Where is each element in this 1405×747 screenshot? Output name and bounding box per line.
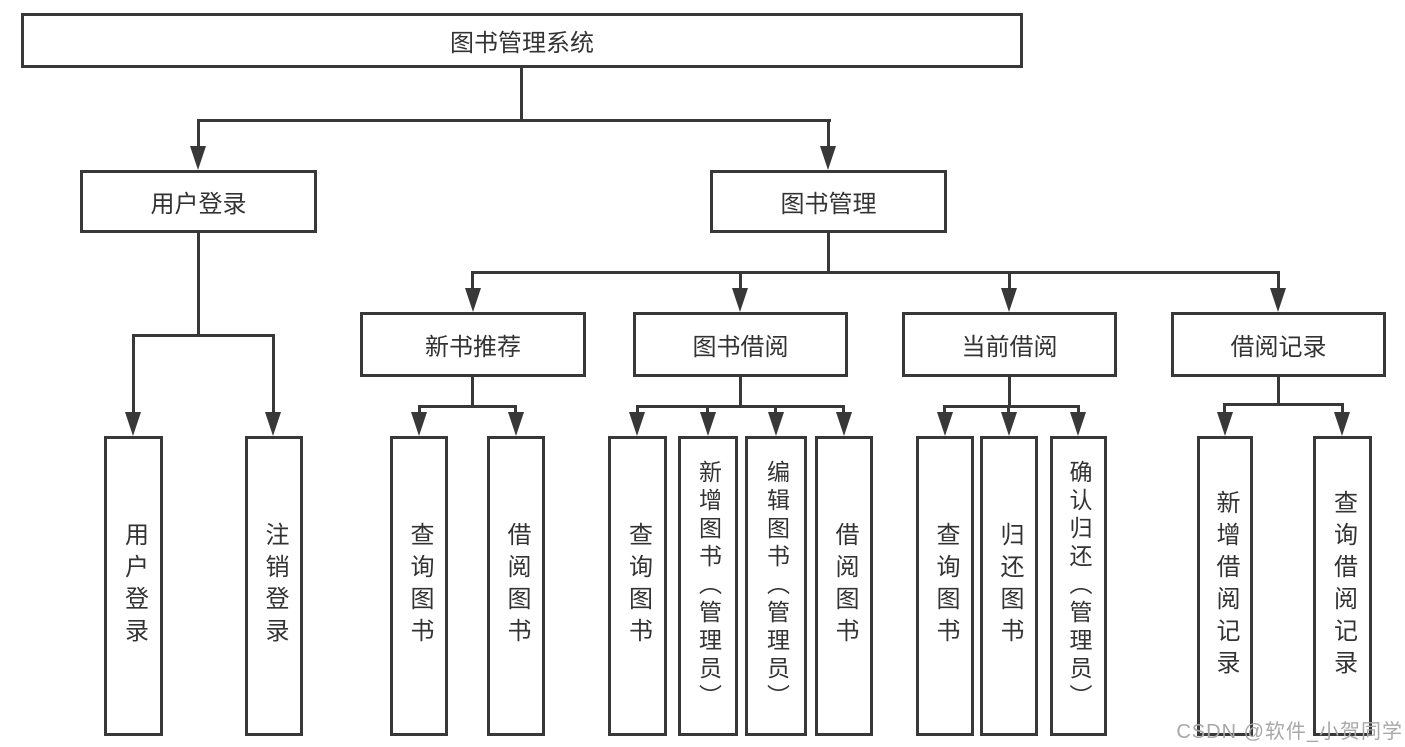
node-borrowing-records-label: 借阅记录	[1230, 334, 1327, 361]
leaf-bb-edit-books-admin: 编辑图书（管理员）	[745, 436, 807, 736]
node-book-management: 图书管理	[710, 170, 947, 233]
node-book-management-label: 图书管理	[780, 191, 877, 218]
connector-to-nb-query	[418, 405, 421, 414]
csdn-watermark: CSDN @软件_小贺同学	[1176, 721, 1403, 743]
connector-to-bb-edit	[774, 405, 777, 414]
leaf-nb-borrow-books-label: 借阅图书	[503, 522, 530, 650]
leaf-cb-return-books: 归还图书	[980, 436, 1038, 736]
leaf-cb-query-books: 查询图书	[916, 436, 974, 736]
leaf-bb-edit-books-admin-label: 编辑图书（管理员）	[763, 460, 790, 712]
leaf-bb-borrow-books: 借阅图书	[815, 436, 873, 736]
node-current-borrowing: 当前借阅	[902, 312, 1117, 377]
arrow-down-icon	[1001, 288, 1017, 312]
leaf-logout: 注销登录	[245, 436, 303, 736]
node-root-label: 图书管理系统	[450, 30, 594, 57]
arrow-down-icon	[190, 146, 206, 170]
arrow-down-icon	[768, 412, 784, 436]
connector-book-borrowing-bus	[636, 405, 845, 408]
connector-to-bb-borrow	[842, 405, 845, 414]
connector-to-borrowing-records	[1277, 271, 1280, 291]
connector-level2-bus	[197, 119, 831, 122]
leaf-nb-borrow-books: 借阅图书	[487, 436, 545, 736]
leaf-logout-label: 注销登录	[261, 522, 288, 650]
node-current-borrowing-label: 当前借阅	[961, 334, 1058, 361]
connector-to-br-add	[1223, 403, 1226, 414]
arrow-down-icon	[836, 412, 852, 436]
leaf-user-login: 用户登录	[104, 436, 163, 736]
connector-current-borrowing-bus	[944, 405, 1079, 408]
connector-to-br-query	[1341, 403, 1344, 414]
leaf-bb-borrow-books-label: 借阅图书	[831, 522, 858, 650]
connector-to-book-borrowing	[739, 271, 742, 291]
connector-to-book-management	[827, 119, 830, 150]
connector-book-management-stem	[827, 233, 830, 273]
leaf-bb-add-books-admin-label: 新增图书（管理员）	[695, 460, 722, 712]
connector-to-cb-return	[1007, 405, 1010, 414]
arrow-down-icon	[508, 412, 524, 436]
connector-to-user-login	[197, 119, 200, 150]
connector-to-current-borrowing	[1008, 271, 1011, 291]
leaf-user-login-label: 用户登录	[120, 522, 148, 650]
leaf-bb-add-books-admin: 新增图书（管理员）	[678, 436, 738, 736]
node-book-borrowing-label: 图书借阅	[692, 334, 789, 361]
connector-new-book-stem	[471, 377, 474, 407]
arrow-down-icon	[411, 412, 427, 436]
leaf-br-add-record-label: 新增借阅记录	[1212, 490, 1239, 682]
leaf-cb-confirm-return-admin-label: 确认归还（管理员）	[1066, 460, 1092, 712]
leaf-nb-query-books-label: 查询图书	[406, 522, 433, 650]
connector-to-leaf-logout	[272, 334, 275, 414]
arrow-down-icon	[629, 412, 645, 436]
connector-user-login-stem	[197, 233, 200, 336]
connector-to-cb-confirm	[1077, 405, 1080, 414]
leaf-nb-query-books: 查询图书	[390, 436, 448, 736]
connector-to-nb-borrow	[514, 405, 517, 414]
leaf-bb-query-books-label: 查询图书	[624, 522, 652, 650]
arrow-down-icon	[265, 412, 281, 436]
arrow-down-icon	[820, 146, 836, 170]
leaf-br-query-record: 查询借阅记录	[1313, 436, 1372, 736]
connector-to-bb-query	[636, 405, 639, 414]
leaf-cb-return-books-label: 归还图书	[996, 522, 1023, 650]
arrow-down-icon	[1001, 412, 1017, 436]
node-book-borrowing: 图书借阅	[633, 312, 848, 377]
leaf-cb-confirm-return-admin: 确认归还（管理员）	[1050, 436, 1107, 736]
node-borrowing-records: 借阅记录	[1171, 312, 1386, 377]
leaf-br-add-record: 新增借阅记录	[1197, 436, 1253, 736]
arrow-down-icon	[1217, 412, 1233, 436]
connector-borrowing-records-stem	[1277, 377, 1280, 405]
connector-current-borrowing-stem	[1008, 377, 1011, 407]
arrow-down-icon	[1334, 412, 1350, 436]
node-new-book-recommend: 新书推荐	[360, 312, 586, 377]
connector-user-login-bus	[132, 334, 275, 337]
leaf-cb-query-books-label: 查询图书	[932, 522, 959, 650]
node-root: 图书管理系统	[21, 13, 1023, 68]
arrow-down-icon	[937, 412, 953, 436]
connector-new-book-bus	[418, 405, 517, 408]
arrow-down-icon	[700, 412, 716, 436]
connector-to-leaf-user-login	[132, 334, 135, 414]
connector-to-cb-query	[943, 405, 946, 414]
connector-root-stem	[520, 68, 523, 121]
arrow-down-icon	[1070, 412, 1086, 436]
node-new-book-recommend-label: 新书推荐	[425, 334, 521, 361]
connector-level3-bus	[471, 271, 1280, 274]
arrow-down-icon	[125, 412, 141, 436]
leaf-br-query-record-label: 查询借阅记录	[1329, 490, 1357, 682]
arrow-down-icon	[1270, 288, 1286, 312]
connector-book-borrowing-stem	[739, 377, 742, 407]
connector-borrowing-records-bus	[1224, 403, 1343, 406]
node-user-login-label: 用户登录	[150, 191, 247, 218]
connector-to-new-book	[471, 271, 474, 291]
arrow-down-icon	[732, 288, 748, 312]
leaf-bb-query-books: 查询图书	[608, 436, 667, 736]
arrow-down-icon	[465, 288, 481, 312]
node-user-login: 用户登录	[80, 170, 317, 233]
connector-to-bb-add	[706, 405, 709, 414]
